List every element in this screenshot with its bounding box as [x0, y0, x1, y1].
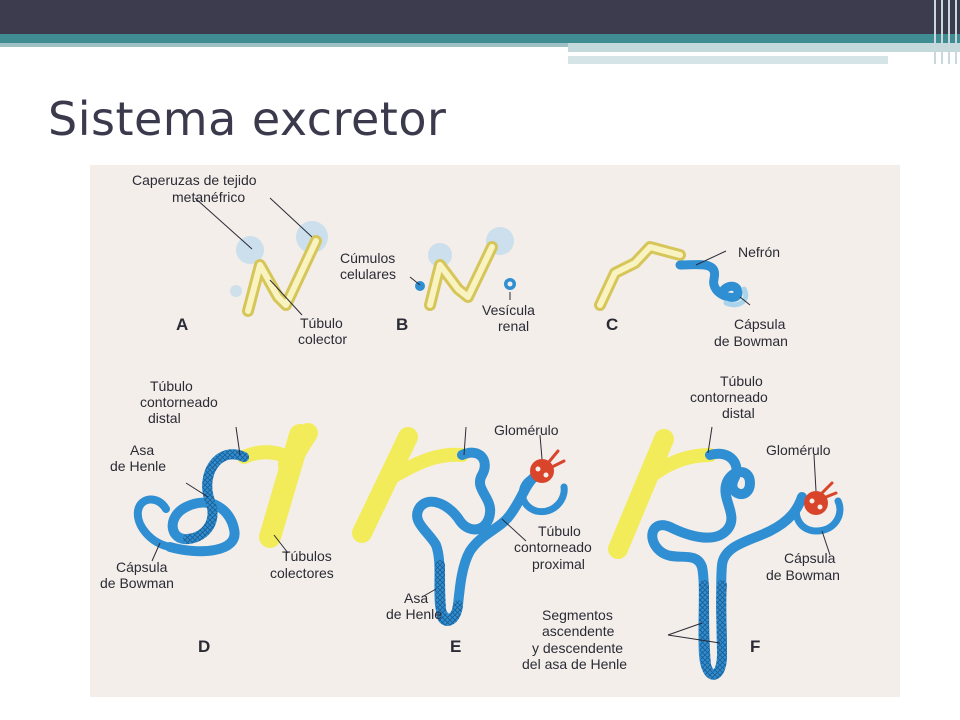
- panel-label-d: D: [198, 637, 210, 656]
- label-caperuzas: Caperuzas de tejido: [132, 172, 257, 188]
- cap-cells-blob: [230, 285, 242, 297]
- glomerulus: [530, 459, 554, 483]
- label-tubulos-colectores: Túbulos: [282, 548, 332, 564]
- nephron-tubule: [412, 447, 539, 624]
- panel-label-b: B: [396, 315, 408, 334]
- bowman-capsule: [133, 495, 174, 551]
- leader-line: [667, 622, 703, 636]
- glomerulus: [804, 491, 828, 515]
- leader-line: [707, 426, 713, 454]
- collecting-duct: [352, 427, 418, 543]
- label-capsula-f: Cápsula: [784, 550, 836, 566]
- label-glomerulo-e: Glomérulo: [494, 422, 559, 438]
- leader-line: [269, 197, 313, 238]
- panel-b-drawing: [415, 227, 516, 311]
- label-tubulo-distal-f: distal: [722, 405, 755, 421]
- panel-e-drawing: [352, 427, 568, 626]
- label-tubulo-distal-d: distal: [148, 410, 181, 426]
- label-tubulo-proximal: proximal: [532, 556, 585, 572]
- label-tubulo-distal-f: Túbulo: [720, 373, 763, 389]
- panel-label-f: F: [750, 637, 760, 656]
- leader-line: [235, 426, 241, 456]
- slide-top-bar: [0, 0, 960, 34]
- leader-line: [463, 426, 467, 456]
- label-capsula-d: Cápsula: [116, 559, 168, 575]
- label-vesicula: Vesícula: [482, 302, 535, 318]
- leader-line: [501, 518, 527, 542]
- label-segmentos: del asa de Henle: [522, 656, 627, 672]
- label-capsula-c: Cápsula: [734, 316, 786, 332]
- slide-title: Sistema excretor: [48, 92, 447, 146]
- leader-line: [667, 634, 721, 644]
- label-capsula-d: de Bowman: [100, 575, 174, 591]
- cap-cells-blob: [428, 243, 452, 267]
- label-asa-d: de Henle: [110, 458, 166, 474]
- label-asa-e: Asa: [404, 590, 428, 606]
- bowman-capsule: [792, 493, 844, 535]
- collecting-duct: [259, 424, 311, 548]
- cap-cells-blob: [236, 236, 264, 264]
- label-tubulos-colectores: colectores: [270, 565, 334, 581]
- leader-line: [421, 588, 437, 598]
- label-tubulo-colector: Túbulo: [300, 315, 343, 331]
- label-cumulos: celulares: [340, 266, 396, 282]
- leader-line: [151, 542, 161, 562]
- slide-corner-lines: [928, 0, 960, 64]
- leader-line: [739, 296, 751, 306]
- nephron-tubule: [675, 260, 743, 302]
- slide-light-bar-right: [568, 43, 960, 52]
- label-tubulo-distal-d: Túbulo: [150, 378, 193, 394]
- nephron-diagram: Caperuzas de tejido metanéfrico Túbulo c…: [100, 172, 844, 680]
- slide-light-bar: [0, 43, 568, 47]
- bowman-capsule: [723, 286, 749, 308]
- leader-line: [269, 279, 303, 316]
- label-capsula-f: de Bowman: [766, 567, 840, 583]
- panel-a-drawing: [230, 221, 328, 317]
- label-asa-e: de Henle: [386, 606, 442, 622]
- leader-line: [539, 434, 543, 460]
- leader-line: [813, 454, 817, 492]
- slide-light-bar-right-lower: [568, 56, 888, 64]
- label-caperuzas: metanéfrico: [172, 189, 245, 205]
- label-asa-d: Asa: [130, 442, 154, 458]
- label-tubulo-distal-f: contorneado: [690, 389, 768, 405]
- label-capsula-c: de Bowman: [714, 333, 788, 349]
- label-tubulo-proximal: contorneado: [514, 539, 592, 555]
- collecting-duct: [608, 429, 674, 559]
- label-tubulo-distal-d: contorneado: [140, 394, 218, 410]
- panel-c-drawing: [594, 241, 749, 311]
- label-cumulos: Cúmulos: [340, 250, 395, 266]
- bowman-capsule: [518, 473, 568, 516]
- panel-f-drawing: [608, 429, 844, 680]
- leader-line: [273, 534, 289, 554]
- nephron-tubule: [647, 448, 807, 680]
- panel-label-a: A: [176, 315, 188, 334]
- label-vesicula: renal: [498, 318, 529, 334]
- label-glomerulo-f: Glomérulo: [766, 442, 831, 458]
- label-tubulo-proximal: Túbulo: [538, 523, 581, 539]
- label-segmentos: y descendente: [532, 640, 623, 656]
- label-nefron: Nefrón: [738, 244, 780, 260]
- panel-label-c: C: [606, 315, 618, 334]
- leader-line: [409, 276, 421, 286]
- label-segmentos: Segmentos: [542, 607, 613, 623]
- leader-line: [194, 197, 253, 250]
- panel-label-e: E: [450, 637, 461, 656]
- panel-d-drawing: [133, 423, 318, 557]
- nephron-development-figure: Caperuzas de tejido metanéfrico Túbulo c…: [90, 165, 900, 697]
- slide-accent-bar: [0, 34, 960, 43]
- label-tubulo-colector: colector: [298, 331, 347, 347]
- leader-line: [821, 530, 831, 556]
- leader-line: [695, 250, 727, 266]
- label-segmentos: ascendente: [542, 623, 615, 639]
- leader-line: [185, 482, 209, 498]
